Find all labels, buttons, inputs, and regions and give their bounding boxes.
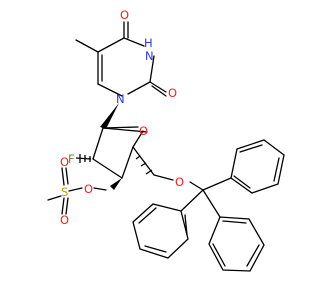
atom-label-ester-oxygen: O	[84, 182, 93, 196]
atom-label-sulfur: S	[61, 185, 68, 199]
atom-label-nh-h: H	[144, 36, 153, 50]
hashed-bond-c5	[132, 146, 155, 176]
atom-label-ether-oxygen: O	[175, 175, 184, 189]
atom-label-fluorine: F	[68, 152, 75, 166]
furanose-ring	[92, 126, 148, 179]
atom-label-sulfonyl-o-bottom: O	[60, 213, 69, 227]
wedge-bond-oms	[110, 178, 122, 190]
mesyl-group	[47, 167, 107, 215]
atom-label-n3: N	[145, 49, 154, 63]
thymine-base	[75, 21, 167, 97]
wedge-bond-n1	[100, 103, 119, 129]
hashed-bond-fluorine	[75, 154, 92, 163]
atom-label-ring-oxygen: O	[139, 124, 148, 138]
trityl-ether-link	[153, 174, 204, 191]
molecule-structure-diagram: O H N O N F O O O O S O	[47, 8, 285, 272]
atom-label-sulfonyl-o-top: O	[60, 155, 69, 169]
atom-label-n1: N	[116, 92, 125, 106]
atom-label-o4: O	[120, 8, 129, 22]
trityl-group	[132, 139, 285, 272]
atom-label-o2: O	[168, 86, 177, 100]
